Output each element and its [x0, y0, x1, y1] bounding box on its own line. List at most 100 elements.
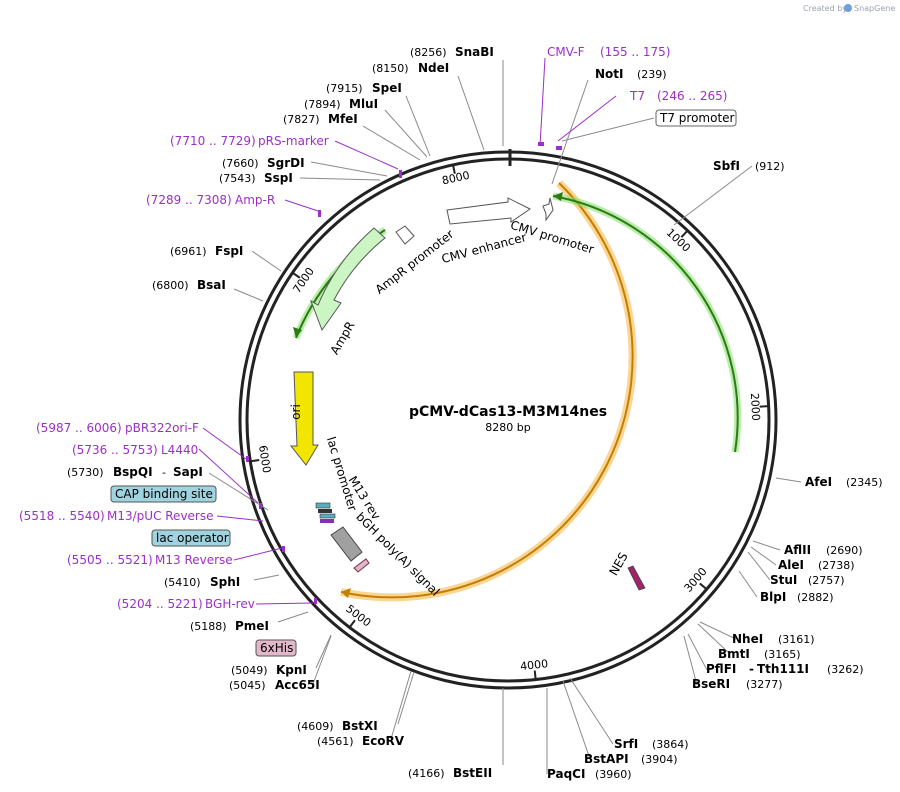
primer-m13-puc-reverse[interactable]: M13/pUC Reverse — [107, 509, 214, 523]
enzyme-aflii-pos: (2690) — [826, 544, 863, 557]
enzyme-spei[interactable]: SpeI — [372, 81, 402, 95]
enzyme-bsai-pos: (6800) — [152, 279, 189, 292]
ampr-inner-arrow-icon — [293, 327, 302, 338]
enzyme-sphi-pos: (5410) — [164, 576, 201, 589]
bgh-polya-block[interactable] — [330, 526, 363, 562]
cds-arrow-head-icon — [341, 588, 351, 598]
enzyme-mlui-pos: (7894) — [304, 98, 341, 111]
cmv-promoter-arrow[interactable] — [542, 197, 554, 222]
enzyme-sbfi[interactable]: SbfI — [713, 159, 740, 173]
enzyme-blpi-pos: (2882) — [797, 591, 834, 604]
enzyme-noti[interactable]: NotI — [595, 67, 624, 81]
enzyme-pmei[interactable]: PmeI — [235, 619, 269, 633]
enzyme-aflii[interactable]: AflII — [784, 543, 811, 557]
nes-label: NES — [606, 550, 630, 578]
enzyme-srfi[interactable]: SrfI — [614, 737, 638, 751]
his-tag-block[interactable] — [353, 558, 370, 573]
ori-arrow[interactable] — [289, 371, 319, 466]
tick-mark — [291, 271, 301, 279]
enzyme-afei[interactable]: AfeI — [805, 475, 832, 489]
enzyme-paqci[interactable]: PaqCI — [547, 767, 585, 781]
ampr-promoter-arrow[interactable] — [395, 225, 415, 245]
primer-t7[interactable]: T7 — [629, 89, 645, 103]
enzyme-bmti[interactable]: BmtI — [718, 647, 750, 661]
enzyme-snabi[interactable]: SnaBI — [455, 45, 494, 59]
enzyme-pflfi[interactable]: PflFI — [706, 662, 736, 676]
primer-cmv-f[interactable]: CMV-F — [547, 45, 585, 59]
tick-mark — [699, 582, 708, 591]
cmv-enhancer-arrow[interactable] — [446, 197, 531, 225]
enzyme-spei-pos: (7915) — [326, 82, 363, 95]
primer-m13-reverse[interactable]: M13 Reverse — [155, 553, 233, 567]
enzyme-mfei[interactable]: MfeI — [328, 112, 358, 126]
t7-promoter-label: T7 promoter — [659, 111, 735, 125]
enzyme-acc65i[interactable]: Acc65I — [275, 678, 320, 692]
enzyme-afei-pos: (2345) — [846, 476, 883, 489]
enzyme-noti-pos: (239) — [637, 68, 667, 81]
enzyme-bsteii-pos: (4166) — [408, 767, 445, 780]
enzyme-tth111i[interactable]: Tth111I — [757, 662, 809, 676]
bgh-polya-label: bGH poly(A) signal — [353, 510, 442, 599]
tick-mark — [348, 619, 356, 628]
enzyme-ecorv[interactable]: EcoRV — [362, 734, 405, 748]
tick-label: 2000 — [748, 393, 762, 422]
enzyme-nhei-pos: (3161) — [778, 633, 815, 646]
enzyme-kpni[interactable]: KpnI — [276, 663, 307, 677]
enzyme-srfi-pos: (3864) — [652, 738, 689, 751]
credit-product: SnapGene — [854, 4, 895, 13]
cds-arc[interactable] — [340, 182, 634, 599]
tick-label: 6000 — [256, 444, 273, 474]
nes-block[interactable] — [627, 565, 646, 591]
enzyme-bstapi-pos: (3904) — [641, 753, 678, 766]
primer-bgh-rev-range: (5204 .. 5221) — [117, 597, 203, 611]
enzyme-sspi[interactable]: SspI — [264, 171, 293, 185]
ampr-label: AmpR — [328, 319, 358, 357]
enzyme-blpi[interactable]: BlpI — [760, 590, 786, 604]
t7-promoter-box[interactable] — [655, 109, 737, 127]
enzyme-bsteii[interactable]: BstEII — [453, 766, 492, 780]
enzyme-separator: - — [749, 662, 754, 676]
enzyme-fspi[interactable]: FspI — [215, 244, 243, 258]
enzyme-bseri[interactable]: BseRI — [692, 677, 730, 691]
cap-binding-site-box[interactable] — [110, 485, 217, 503]
primer-leaders — [198, 57, 617, 605]
primer-pbr322ori-f[interactable]: pBR322ori-F — [125, 421, 199, 435]
enzyme-bstxi[interactable]: BstXI — [342, 719, 378, 733]
enzyme-kpni-pos: (5049) — [231, 664, 268, 677]
green-arrow-head-icon — [553, 192, 563, 201]
lac-operator-box[interactable] — [151, 529, 231, 547]
lac-operator-label: lac operator — [156, 531, 229, 545]
enzyme-bseri-pos: (3277) — [746, 678, 783, 691]
green-arc[interactable] — [552, 195, 739, 453]
enzyme-sapi[interactable]: SapI — [173, 465, 203, 479]
enzyme-paqci-pos: (3960) — [595, 768, 632, 781]
enzyme-sphi[interactable]: SphI — [210, 575, 240, 589]
plasmid-name: pCMV-dCas13-M3M14nes — [409, 404, 607, 420]
enzyme-ndei[interactable]: NdeI — [418, 61, 449, 75]
enzyme-alei[interactable]: AleI — [778, 558, 804, 572]
primer-l4440[interactable]: L4440 — [161, 443, 198, 457]
enzyme-separator-sapi: - — [162, 466, 166, 479]
enzyme-bmti-pos: (3165) — [764, 648, 801, 661]
primer-prs-marker[interactable]: pRS-marker — [258, 134, 329, 148]
cap-binding-site-label: CAP binding site — [115, 487, 213, 501]
primer-bgh-rev[interactable]: BGH-rev — [205, 597, 255, 611]
enzyme-mlui[interactable]: MluI — [349, 97, 378, 111]
enzyme-bspqi[interactable]: BspQI — [113, 465, 153, 479]
enzyme-bsai[interactable]: BsaI — [197, 278, 226, 292]
tick-label: 4000 — [520, 657, 549, 673]
his-tag-box[interactable] — [255, 639, 297, 657]
enzyme-pflfi-pos: (3262) — [827, 663, 864, 676]
enzyme-sgrdi-pos: (7660) — [222, 157, 259, 170]
enzyme-stui[interactable]: StuI — [770, 573, 797, 587]
tick-mark — [451, 164, 456, 174]
enzyme-bstapi[interactable]: BstAPI — [584, 752, 629, 766]
primer-amp-r[interactable]: Amp-R — [235, 193, 275, 207]
primer-m13-reverse-range: (5505 .. 5521) — [67, 553, 153, 567]
credit-created-by: Created by — [803, 4, 847, 13]
leader-lines — [208, 60, 802, 774]
enzyme-nhei[interactable]: NheI — [732, 632, 763, 646]
enzyme-bspqi-pos: (5730) — [67, 466, 104, 479]
enzyme-sgrdi[interactable]: SgrDI — [267, 156, 305, 170]
ampr-arrow[interactable] — [310, 227, 386, 332]
